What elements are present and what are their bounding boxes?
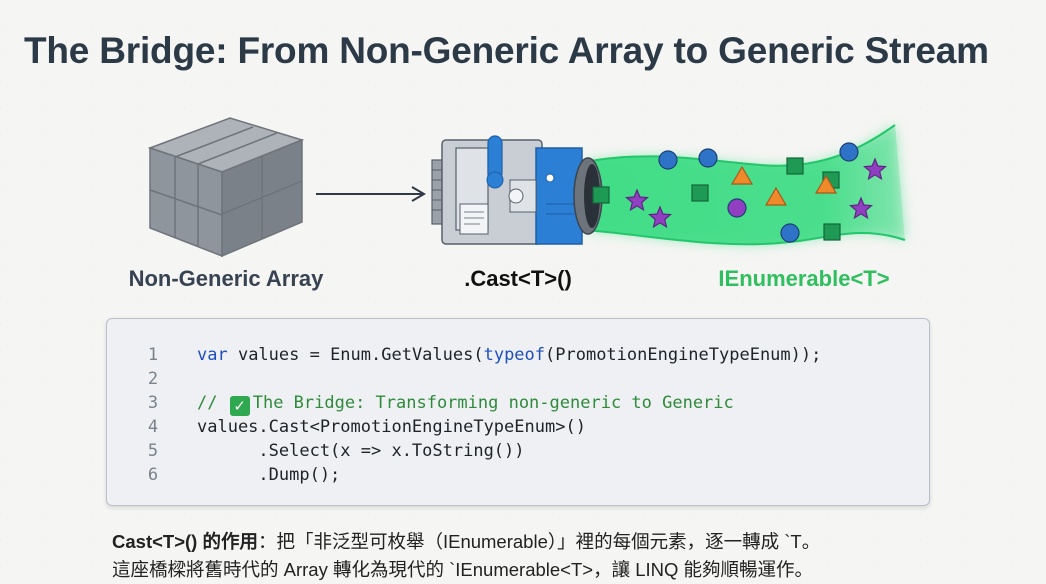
line-number: 3 bbox=[147, 393, 159, 413]
code-token: values = Enum.GetValues( bbox=[227, 345, 484, 365]
square-shape-icon bbox=[786, 157, 804, 175]
star-shape-icon bbox=[647, 205, 673, 229]
line-number: 6 bbox=[147, 465, 159, 485]
code-token: The Bridge: Transforming non-generic to … bbox=[252, 393, 734, 413]
star-shape-icon bbox=[848, 196, 874, 220]
array-box-icon bbox=[147, 117, 305, 258]
code-text: var values = Enum.GetValues(typeof(Promo… bbox=[197, 343, 821, 367]
circle-shape-icon bbox=[658, 150, 678, 170]
arrow-icon bbox=[316, 186, 426, 202]
check-icon: ✓ bbox=[229, 396, 250, 416]
star-shape-icon bbox=[624, 188, 650, 212]
code-text: .Select(x => x.ToString()) bbox=[197, 439, 525, 463]
array-label: Non-Generic Array bbox=[128, 266, 324, 291]
circle-shape-icon bbox=[698, 148, 718, 168]
cast-converter-icon bbox=[431, 135, 603, 245]
square-shape-icon bbox=[691, 184, 709, 202]
description-term: Cast<T>() 的作用 bbox=[112, 531, 258, 552]
circle-shape-icon bbox=[780, 223, 800, 243]
circle-shape-icon bbox=[727, 198, 747, 218]
code-token: .Select(x => x.ToString()) bbox=[197, 441, 525, 461]
generic-stream bbox=[584, 124, 906, 246]
line-number: 5 bbox=[147, 441, 159, 461]
code-token: values.Cast<PromotionEngineTypeEnum>() bbox=[197, 417, 586, 437]
square-shape-icon bbox=[592, 186, 610, 204]
triangle-shape-icon bbox=[814, 174, 838, 194]
line-number: 4 bbox=[147, 417, 159, 437]
stream-elements bbox=[592, 142, 888, 243]
page-title: The Bridge: From Non-Generic Array to Ge… bbox=[24, 30, 989, 71]
description-text-1: ：把「非泛型可枚舉（IEnumerable）」裡的每個元素，逐一轉成 `T。 bbox=[257, 531, 821, 552]
circle-shape-icon bbox=[839, 142, 859, 162]
line-number: 1 bbox=[147, 345, 159, 365]
code-token: var bbox=[197, 345, 228, 365]
triangle-shape-icon bbox=[730, 165, 754, 185]
code-token: // bbox=[197, 393, 228, 413]
code-token: (PromotionEngineTypeEnum)); bbox=[545, 345, 822, 365]
cast-label: .Cast<T>() bbox=[464, 266, 572, 291]
star-shape-icon bbox=[862, 157, 888, 181]
description-line-1: Cast<T>() 的作用：把「非泛型可枚舉（IEnumerable）」裡的每個… bbox=[112, 528, 1032, 554]
bridge-diagram bbox=[147, 117, 906, 258]
code-block: 1 var values = Enum.GetValues(typeof(Prom… bbox=[106, 318, 930, 506]
code-token: typeof bbox=[483, 345, 546, 365]
triangle-shape-icon bbox=[764, 186, 788, 206]
code-text: // ✓The Bridge: Transforming non-generic… bbox=[197, 391, 734, 416]
code-token: .Dump(); bbox=[197, 465, 341, 485]
code-text: .Dump(); bbox=[197, 463, 340, 487]
stream-label: IEnumerable<T> bbox=[718, 266, 890, 291]
line-number: 2 bbox=[147, 369, 159, 389]
square-shape-icon bbox=[823, 223, 841, 241]
description-line-2: 這座橋樑將舊時代的 Array 轉化為現代的 `IEnumerable<T>，讓… bbox=[112, 559, 814, 580]
code-text: values.Cast<PromotionEngineTypeEnum>() bbox=[197, 415, 586, 439]
